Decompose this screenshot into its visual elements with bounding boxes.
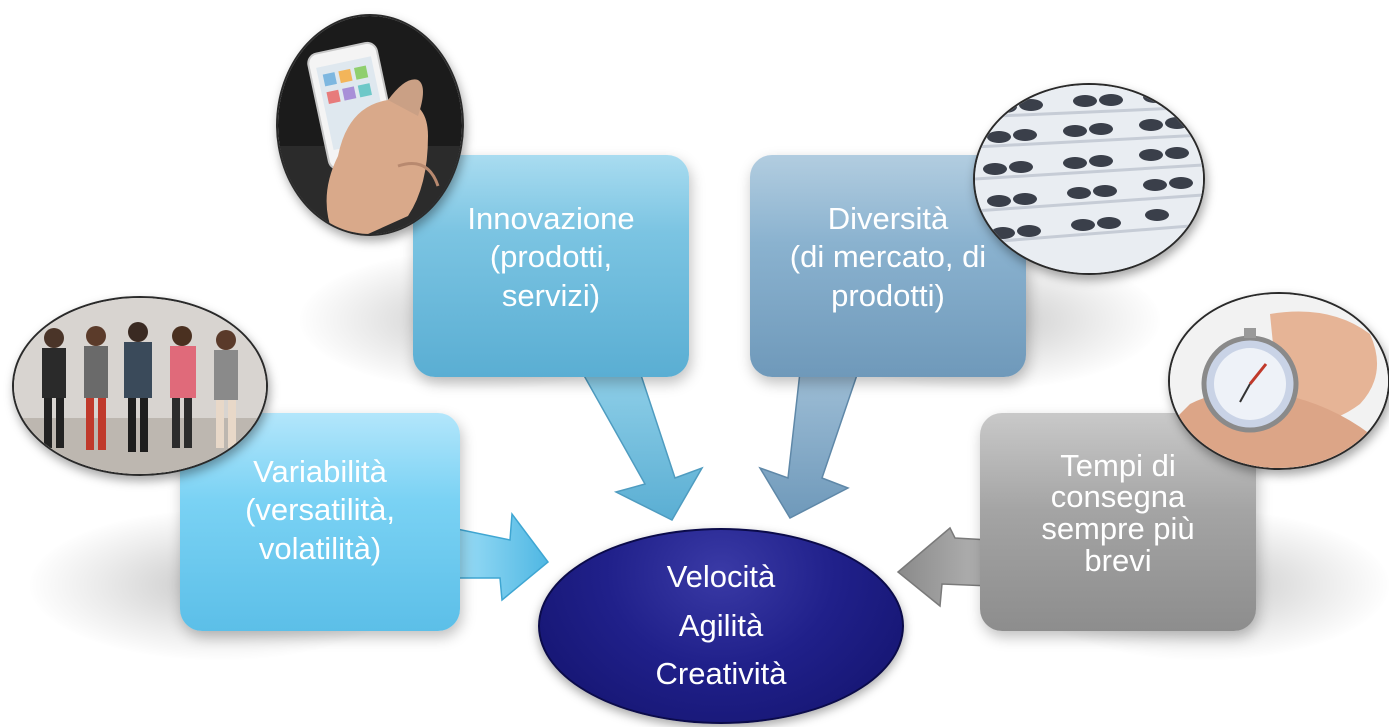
box-variabilita-line-2: (versatilità, [245,492,395,528]
center-ellipse: Velocità Agilità Creatività [538,528,904,724]
box-tempi-line-2: consegna [1050,479,1186,515]
box-diversita-line-2: (di mercato, di [789,239,987,275]
center-line-3: Creatività [655,656,787,692]
arrow-variabilita [451,511,550,602]
sunglasses-shelf-photo [973,83,1205,275]
box-tempi-line-3: sempre più [1041,511,1195,546]
stopwatch-photo [1168,292,1389,470]
box-innovazione-line-3: servizi) [501,277,601,313]
arrow-innovazione [580,371,704,521]
box-innovazione: Innovazione (prodotti, servizi) [413,155,689,377]
box-innovazione-line-1: Innovazione [467,201,635,236]
arrow-diversita [758,371,860,519]
box-diversita: Diversità (di mercato, di prodotti) [750,155,1026,377]
box-variabilita-line-3: volatilità) [258,530,382,566]
center-line-2: Agilità [678,607,764,643]
box-tempi-line-1: Tempi di [1060,447,1176,483]
smartphone-photo [276,14,464,236]
arrow-tempi [896,526,991,608]
box-tempi-line-4: brevi [1084,542,1152,578]
center-line-1: Velocità [666,558,776,594]
box-variabilita-line-1: Variabilità [253,454,387,489]
fashion-runway-photo [12,296,268,476]
box-diversita-line-1: Diversità [827,201,949,236]
box-innovazione-line-2: (prodotti, [489,239,613,275]
box-diversita-line-3: prodotti) [831,277,945,313]
